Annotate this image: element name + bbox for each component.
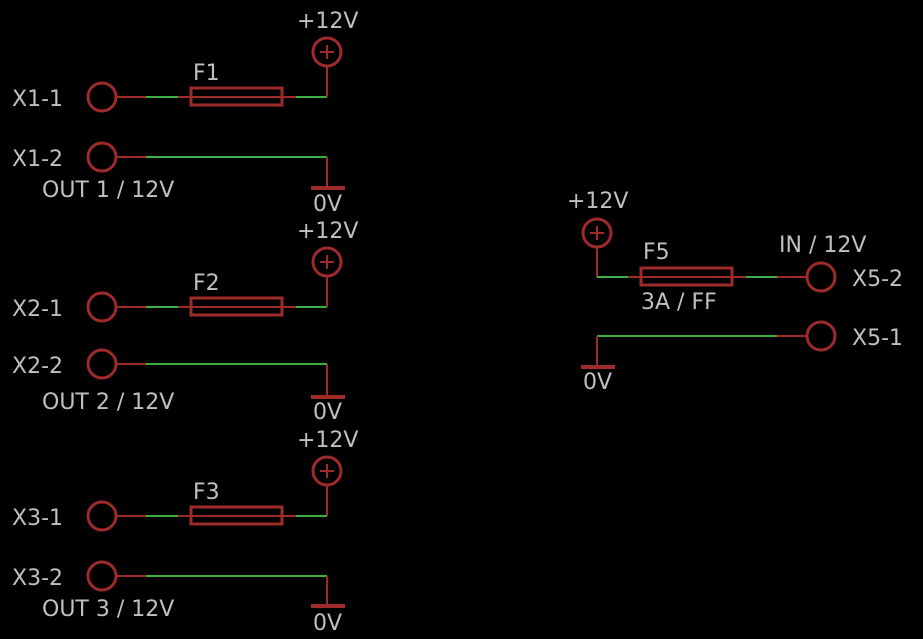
fuse-label: F2	[193, 271, 220, 296]
output-block-2: X2-1 F2 +12V X2-2 0V OUT 2 / 12V	[12, 219, 358, 425]
terminal-pin[interactable]	[86, 291, 118, 323]
input-block: +12V F5 3A / FF X5-2 IN / 12V X5-1 0V	[567, 189, 903, 395]
supply-symbol[interactable]	[311, 246, 343, 278]
pin-label: X1-1	[12, 87, 63, 112]
pin-label: X3-2	[12, 566, 63, 591]
connector-label: OUT 1 / 12V	[42, 178, 174, 203]
terminal-pin[interactable]	[86, 560, 118, 592]
fuse-value: 3A / FF	[641, 290, 717, 315]
terminal-pin[interactable]	[86, 348, 118, 380]
fuse-label: F1	[193, 61, 220, 86]
fuse-label: F3	[193, 480, 220, 505]
supply-label: +12V	[297, 9, 358, 34]
connector-label: OUT 2 / 12V	[42, 390, 174, 415]
pin-label: X2-2	[12, 354, 63, 379]
supply-symbol[interactable]	[311, 455, 343, 487]
supply-label: +12V	[567, 189, 628, 214]
pin-label: X1-2	[12, 147, 63, 172]
supply-label: +12V	[297, 428, 358, 453]
pin-label: X5-1	[852, 326, 903, 351]
fuse-label: F5	[643, 240, 670, 265]
terminal-pin[interactable]	[805, 261, 837, 293]
output-block-1: X1-1 F1 +12V X1-2 0V OUT 1 / 12V	[12, 9, 358, 217]
pin-label: X5-2	[852, 267, 903, 292]
ground-label: 0V	[313, 611, 342, 636]
supply-label: +12V	[297, 219, 358, 244]
ground-label: 0V	[313, 192, 342, 217]
terminal-pin[interactable]	[805, 320, 837, 352]
terminal-pin[interactable]	[86, 500, 118, 532]
pin-label: X3-1	[12, 506, 63, 531]
ground-label: 0V	[583, 370, 612, 395]
ground-label: 0V	[313, 400, 342, 425]
connector-label: OUT 3 / 12V	[42, 597, 174, 622]
pin-label: X2-1	[12, 297, 63, 322]
terminal-pin[interactable]	[86, 81, 118, 113]
supply-symbol[interactable]	[311, 36, 343, 68]
connector-label: IN / 12V	[779, 233, 866, 258]
output-block-3: X3-1 F3 +12V X3-2 0V OUT 3 / 12V	[12, 428, 358, 636]
terminal-pin[interactable]	[86, 141, 118, 173]
